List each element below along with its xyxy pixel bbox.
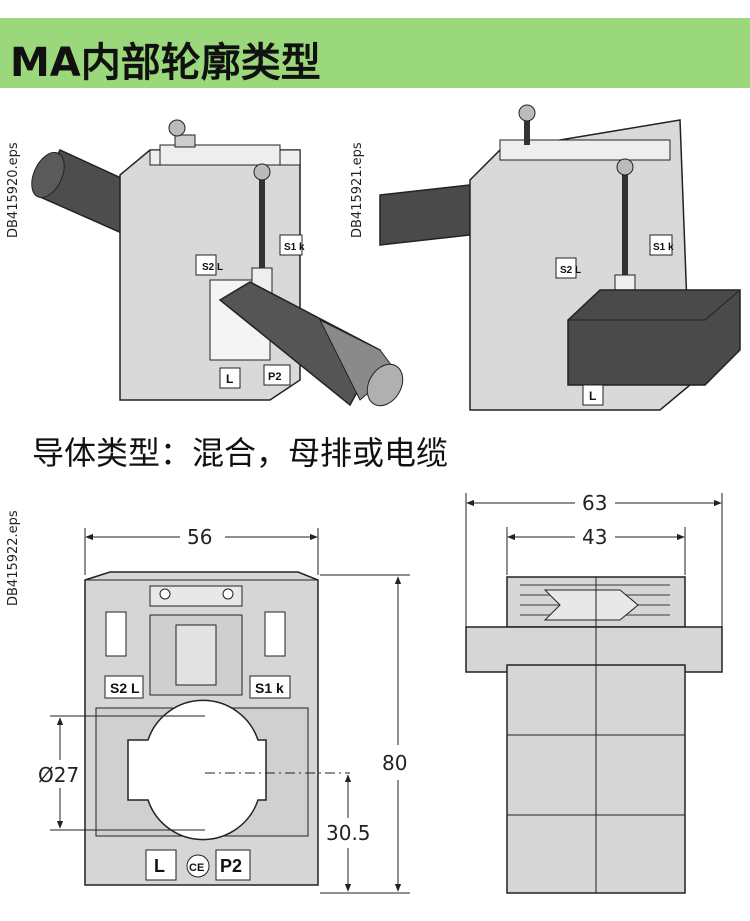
terminal-l-label-fig2: L bbox=[589, 389, 596, 403]
dim-side-inner: 43 bbox=[582, 525, 607, 549]
dim-height: 80 bbox=[382, 751, 407, 775]
dim-side-outer: 63 bbox=[582, 491, 607, 515]
terminal-s2-label-fig1: S2 L bbox=[202, 262, 223, 273]
front-view-drawing: S2 L S1 k L CE P2 56 Ø27 80 30.5 bbox=[38, 525, 410, 894]
terminal-p2-label-front: P2 bbox=[220, 856, 242, 876]
terminal-l-label-front: L bbox=[154, 856, 165, 876]
ct-with-cable-drawing: S2 L S1 k L P2 bbox=[31, 119, 404, 407]
terminal-s1-label-fig2: S1 k bbox=[653, 242, 674, 253]
title-banner: MA内部轮廓类型 bbox=[0, 18, 750, 88]
terminal-s2-label-front: S2 L bbox=[110, 680, 140, 696]
dim-center-height: 30.5 bbox=[326, 821, 371, 845]
terminal-p2-label-fig1: P2 bbox=[268, 371, 281, 383]
page-title: MA内部轮廓类型 bbox=[10, 40, 321, 86]
ct-with-busbar-drawing: S2 L S1 k L bbox=[379, 104, 741, 411]
ce-mark: CE bbox=[189, 862, 204, 874]
dim-hole-diameter: Ø27 bbox=[38, 763, 79, 787]
side-view-drawing: 63 43 bbox=[465, 491, 723, 894]
terminal-l-label-fig1: L bbox=[226, 372, 233, 386]
conductor-type-caption: 导体类型：混合，母排或电缆 bbox=[32, 434, 449, 472]
terminal-s1-label-fig1: S1 k bbox=[284, 242, 305, 253]
terminal-s2-label-fig2: S2 L bbox=[560, 265, 581, 276]
dim-front-width: 56 bbox=[187, 525, 212, 549]
terminal-s1-label-front: S1 k bbox=[255, 680, 284, 696]
